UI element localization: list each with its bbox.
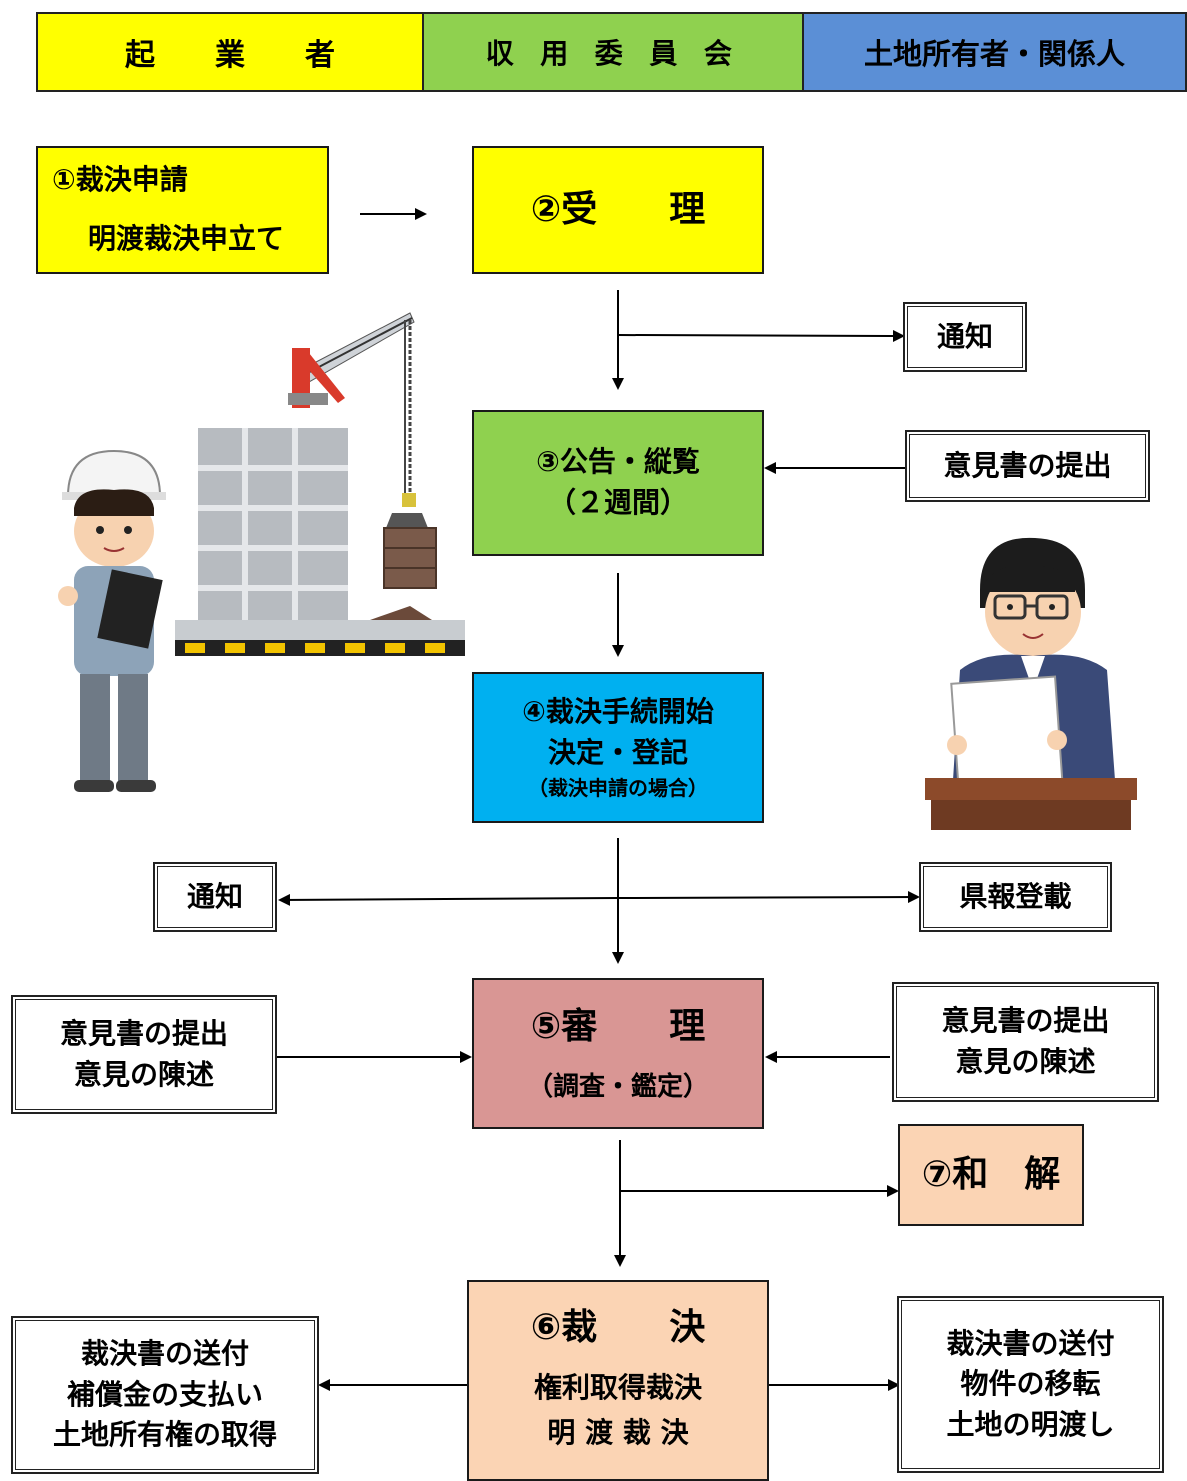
notice-top-label: 通知	[936, 319, 993, 353]
crane-building-icon	[175, 312, 465, 656]
step-ruling-line3: 明 渡 裁 決	[547, 1415, 689, 1449]
notice-top: 通知	[903, 302, 1027, 372]
result-left-line1: 裁決書の送付	[80, 1337, 249, 1371]
step-commencement: ④裁決手続開始 決定・登記 （裁決申請の場合）	[472, 672, 764, 823]
notice-left-label: 通知	[186, 879, 243, 913]
step-hearing: ⑤審 理 （調査・鑑定）	[472, 978, 764, 1129]
step-commencement-line1: ④裁決手続開始	[522, 695, 714, 729]
step-acceptance-label: ②受 理	[530, 188, 706, 230]
step-settlement: ⑦和 解	[898, 1124, 1084, 1226]
opinion-right: 意見書の提出 意見の陳述	[892, 982, 1159, 1102]
lane-committee-label: 収 用 委 員 会	[485, 37, 741, 70]
step-application-line1: ①裁決申請	[52, 163, 188, 197]
step-ruling: ⑥裁 決 権利取得裁決 明 渡 裁 決	[467, 1280, 769, 1481]
step-commencement-line3: （裁決申請の場合）	[528, 775, 708, 800]
lane-entrepreneur-label: 起 業 者	[125, 38, 335, 73]
lane-committee: 収 用 委 員 会	[422, 12, 804, 92]
construction-worker-icon	[58, 449, 166, 792]
result-right-line2: 物件の移転	[960, 1367, 1101, 1401]
opinion-right-line2: 意見の陳述	[955, 1045, 1096, 1078]
step-hearing-line1: ⑤審 理	[530, 1005, 706, 1047]
step-settlement-label: ⑦和 解	[921, 1153, 1061, 1195]
opinion-left-line2: 意見の陳述	[73, 1057, 214, 1091]
gazette-label: 県報登載	[959, 879, 1072, 913]
result-right-line1: 裁決書の送付	[946, 1326, 1115, 1360]
result-left: 裁決書の送付 補償金の支払い 土地所有権の取得	[11, 1316, 319, 1474]
arrow-to-gazette	[617, 891, 920, 904]
step-announcement: ③公告・縦覧 （２週間）	[472, 410, 764, 556]
office-worker-icon	[925, 537, 1137, 830]
gazette: 県報登載	[919, 862, 1112, 932]
lane-landowners: 土地所有者・関係人	[802, 12, 1187, 92]
opinion-top-label: 意見書の提出	[943, 448, 1112, 482]
arrow-to-notice-top	[617, 329, 905, 342]
opinion-left-line1: 意見書の提出	[59, 1016, 228, 1050]
step-announcement-line2: （２週間）	[547, 486, 688, 519]
result-left-line3: 土地所有権の取得	[52, 1418, 277, 1452]
opinion-right-line1: 意見書の提出	[941, 1004, 1110, 1038]
opinion-top: 意見書の提出	[905, 430, 1150, 502]
step-hearing-line2: （調査・鑑定）	[526, 1071, 709, 1102]
step-application: ①裁決申請 明渡裁決申立て	[36, 146, 329, 274]
step-application-line2: 明渡裁決申立て	[88, 222, 285, 255]
step-announcement-line1: ③公告・縦覧	[536, 445, 700, 479]
step-ruling-line1: ⑥裁 決	[530, 1307, 706, 1348]
lane-entrepreneur: 起 業 者	[36, 12, 424, 92]
step-acceptance: ②受 理	[472, 146, 764, 274]
lane-landowners-label: 土地所有者・関係人	[863, 37, 1125, 71]
result-left-line2: 補償金の支払い	[66, 1377, 263, 1411]
step-ruling-line2: 権利取得裁決	[533, 1371, 702, 1405]
result-right: 裁決書の送付 物件の移転 土地の明渡し	[897, 1296, 1164, 1473]
opinion-left: 意見書の提出 意見の陳述	[11, 995, 277, 1114]
notice-left: 通知	[153, 862, 277, 932]
arrow-to-notice-left	[278, 893, 619, 906]
result-right-line3: 土地の明渡し	[946, 1407, 1115, 1441]
step-commencement-line2: 決定・登記	[547, 736, 688, 769]
